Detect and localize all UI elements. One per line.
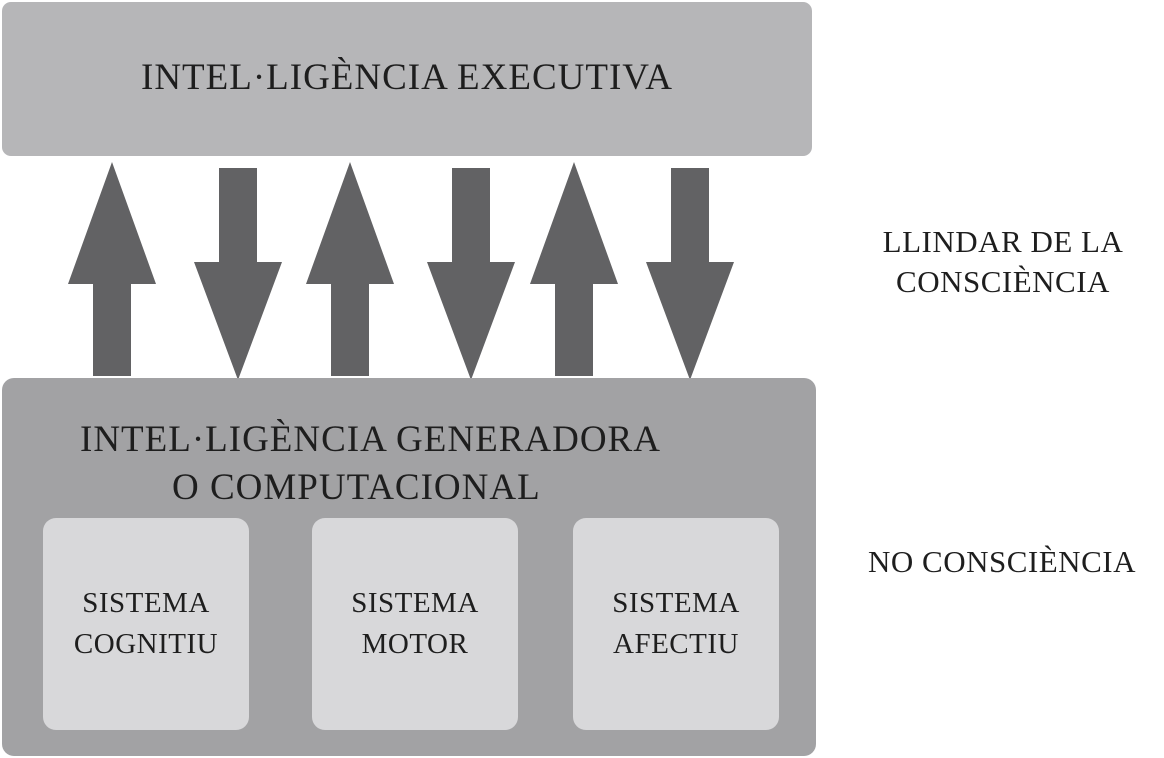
affective-system-line-2: AFECTIU <box>613 628 739 660</box>
arrow-down-icon <box>646 168 734 380</box>
arrow-up-icon <box>530 162 618 376</box>
generative-title-line-1: INTEL·LIGÈNCIA GENERADORA <box>80 419 661 460</box>
motor-system-line-2: MOTOR <box>361 628 469 660</box>
motor-system-line-1: SISTEMA <box>351 587 479 619</box>
consciousness-threshold-label: LLINDAR DE LA CONSCIÈNCIA <box>848 222 1158 302</box>
affective-system-box: SISTEMA AFECTIU <box>573 518 779 730</box>
arrow-up-icon <box>68 162 156 376</box>
executive-intelligence-title: INTEL·LIGÈNCIA EXECUTIVA <box>141 56 673 98</box>
arrow-down-icon <box>194 168 282 380</box>
threshold-line-2: CONSCIÈNCIA <box>896 264 1110 299</box>
generative-intelligence-title: INTEL·LIGÈNCIA GENERADORA O COMPUTACIONA… <box>80 416 661 512</box>
cognitive-system-line-2: COGNITIU <box>73 628 219 660</box>
motor-system-box: SISTEMA MOTOR <box>312 518 518 730</box>
cognitive-system-box: SISTEMA COGNITIU <box>43 518 249 730</box>
arrow-down-icon <box>427 168 515 380</box>
threshold-line-1: LLINDAR DE LA <box>882 224 1124 259</box>
arrow-up-icon <box>306 162 394 376</box>
executive-intelligence-box: INTEL·LIGÈNCIA EXECUTIVA <box>2 2 812 156</box>
affective-system-line-1: SISTEMA <box>612 587 740 619</box>
cognitive-system-line-1: SISTEMA <box>82 587 210 619</box>
generative-title-line-2: O COMPUTACIONAL <box>172 467 541 508</box>
generative-intelligence-box: INTEL·LIGÈNCIA GENERADORA O COMPUTACIONA… <box>2 378 816 756</box>
unconscious-label: NO CONSCIÈNCIA <box>868 544 1136 579</box>
